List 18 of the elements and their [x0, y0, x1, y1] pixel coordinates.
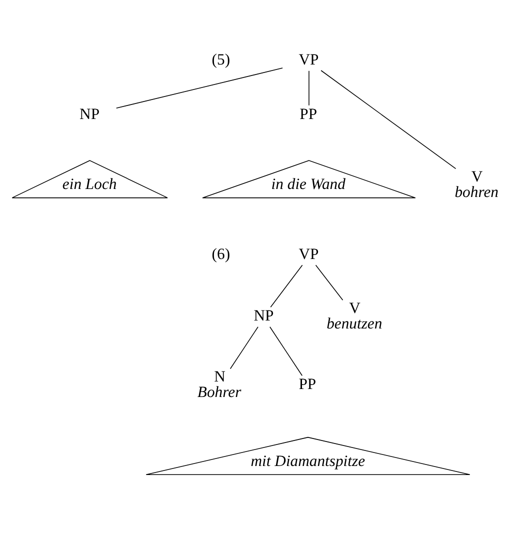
node-text: PP — [300, 106, 318, 123]
connector — [116, 67, 283, 108]
node-text: V benutzen — [326, 299, 382, 332]
label: (6) — [212, 246, 230, 263]
node-text: NP — [254, 307, 274, 324]
node-text: PP — [298, 376, 316, 393]
node-text: N Bohrer — [197, 368, 242, 400]
connector — [315, 264, 344, 300]
connector — [320, 70, 456, 169]
node-text: VP — [298, 50, 319, 68]
node-text: NP — [80, 106, 100, 123]
node-text: VP — [298, 246, 319, 263]
node-text: V bohren — [454, 168, 498, 200]
connector — [308, 70, 310, 106]
connector — [230, 326, 258, 369]
connector — [270, 326, 303, 376]
connector — [270, 264, 303, 307]
label: (5) — [212, 50, 230, 68]
